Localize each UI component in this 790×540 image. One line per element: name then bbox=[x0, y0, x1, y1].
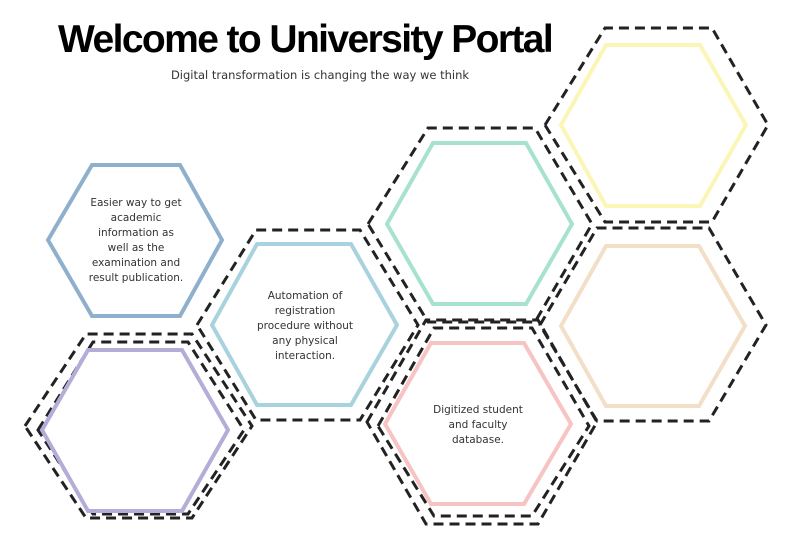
hexagon-yellow bbox=[558, 43, 749, 208]
hexagon-academic-info bbox=[45, 163, 225, 318]
hexagon-database bbox=[382, 341, 574, 506]
dashed-frame-green bbox=[366, 126, 594, 324]
hexagon-registration-text: Automation of registration procedure wit… bbox=[256, 290, 354, 362]
page-subtitle: Digital transformation is changing the w… bbox=[170, 68, 470, 82]
dashed-frame-database-a bbox=[365, 318, 599, 526]
hexagon-green bbox=[384, 141, 575, 306]
hexagon-purple bbox=[39, 348, 231, 513]
dashed-frame-yellow bbox=[543, 26, 770, 224]
dashed-frame-database-b bbox=[376, 326, 591, 518]
hexagon-academic-info-text: Easier way to get academic information a… bbox=[88, 197, 184, 284]
dashed-frame-purple-b bbox=[36, 340, 246, 516]
dashed-frame-peach bbox=[538, 226, 768, 423]
hexagon-peach bbox=[558, 244, 748, 408]
page-title: Welcome to University Portal bbox=[58, 18, 554, 61]
hexagon-database-text: Digitized student and faculty database. bbox=[433, 404, 523, 446]
hexagon-registration bbox=[209, 242, 400, 407]
dashed-frame-registration bbox=[195, 228, 420, 422]
dashed-frame-purple-a bbox=[23, 332, 254, 520]
